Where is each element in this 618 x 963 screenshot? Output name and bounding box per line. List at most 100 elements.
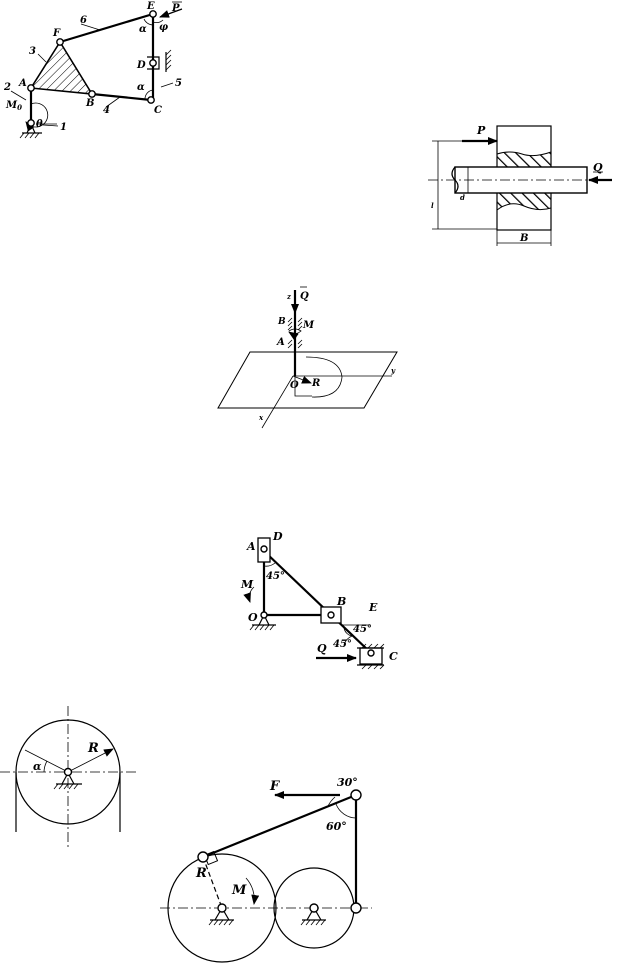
fig3-label-O: O (290, 380, 299, 391)
fig1-label-2: 2 (3, 82, 11, 93)
fig3-label-B: B (277, 317, 286, 327)
fig4-label-M: M (240, 578, 254, 591)
fig1-leader-4 (105, 96, 121, 108)
fig1-joint-E (149, 10, 157, 18)
fig1-label-4: 4 (103, 105, 110, 116)
fig3-label-A: A (276, 337, 285, 348)
fig1-angle-alpha-top (143, 18, 154, 26)
fig1-label-5: 5 (175, 78, 182, 89)
fig4-moment-M (243, 586, 255, 603)
fig1-leader-6 (80, 23, 101, 31)
fig1-joint-D (149, 59, 157, 67)
fig3-label-z: z (286, 292, 292, 301)
fig6-rod-top (202, 793, 357, 859)
fig1-leader-3 (37, 53, 47, 63)
fig6-label-angle60: 60° (326, 820, 347, 833)
fig1-slider-D (147, 56, 160, 70)
fig6-crank-R (202, 856, 223, 909)
fig1-triangle-link (29, 40, 94, 95)
fig3-label-R: R (311, 378, 320, 389)
fig1-label-alpha-mid: α (137, 82, 145, 93)
fig1-joint-A (27, 84, 35, 92)
fig5-axle (63, 767, 73, 777)
fig4-label-E: E (368, 601, 378, 614)
fig6-angle-30-arc (327, 796, 336, 807)
fig1-label-phi: φ (159, 22, 168, 33)
fig3-label-Q: Q (300, 291, 309, 302)
fig5-radius-alpha (24, 749, 69, 773)
fig2-label-B: B (519, 233, 528, 244)
fig5-ground-hatch (53, 783, 79, 790)
fig3-plate-arc (305, 356, 343, 398)
fig1-leader-2 (10, 90, 27, 101)
fig3-radius-R (292, 375, 312, 384)
fig6-joint-crank (197, 851, 209, 863)
fig1-joint-F (56, 38, 64, 46)
fig2-label-l: l (431, 201, 434, 210)
fig4-joint-B (327, 611, 335, 619)
fig3-spatial-shaft: z Q B M A y O R x (217, 286, 398, 429)
fig2-label-Q: Q (593, 161, 603, 174)
fig1-angle-alpha-mid (144, 89, 154, 100)
fig1-label-P: P (171, 3, 180, 14)
fig2-shaft-bushing: P Q d l B (428, 124, 612, 246)
fig1-wall-hatch (165, 49, 172, 71)
fig1-label-C: C (154, 105, 162, 116)
fig3-moment-M (288, 328, 302, 341)
fig6-gear-linkage: F 30° 60° R M (160, 776, 372, 963)
fig1-ground-hatch (19, 132, 40, 139)
fig1-label-D: D (136, 60, 146, 71)
fig1-label-E: E (146, 1, 155, 12)
fig1-label-theta: θ (36, 119, 43, 130)
fig1-joint-O (27, 119, 35, 127)
fig4-angle-arc-3 (343, 635, 353, 646)
fig1-linkage: E P F 6 3 α φ D A 5 2 α M0 B C 4 θ 1 (3, 1, 183, 139)
fig1-link-6 (59, 12, 154, 44)
fig3-label-M: M (302, 320, 315, 331)
fig4-joint-A (260, 545, 268, 553)
fig3-bearing-A (287, 339, 303, 349)
fig3-bearing-B (287, 317, 303, 331)
fig4-label-angle3: 45° (333, 639, 352, 650)
fig3-plane (217, 351, 398, 409)
fig1-label-M0: M0 (5, 100, 22, 112)
fig1-label-B: B (85, 98, 94, 109)
fig4-label-C: C (389, 650, 398, 663)
fig6-axle-left (217, 903, 227, 913)
fig2-label-P: P (476, 124, 486, 137)
fig1-leader-5 (160, 82, 174, 88)
fig6-label-M: M (231, 883, 247, 898)
fig4-joint-O (260, 611, 268, 619)
fig1-joint-B (88, 90, 96, 98)
fig2-bushing-lower-section (496, 192, 552, 212)
fig3-axis-x (261, 375, 294, 429)
fig4-label-A: A (246, 540, 256, 553)
fig4-diagonal-rod (264, 551, 372, 654)
fig4-label-angle2: 45° (353, 624, 372, 635)
fig4-joint-C (367, 649, 375, 657)
fig1-angle-phi (152, 19, 164, 23)
fig4-label-D: D (272, 530, 283, 543)
fig4-angle-arc-1 (263, 562, 276, 567)
fig1-link-4 (91, 92, 152, 102)
fig6-moment-M (245, 877, 260, 905)
fig1-label-F: F (52, 28, 61, 39)
fig4-label-B: B (336, 595, 346, 608)
fig5-angle-arc (43, 760, 48, 773)
fig6-joint-top (350, 789, 362, 801)
fig5-label-alpha: α (33, 760, 42, 773)
fig6-angle-60-arc (335, 803, 357, 819)
fig4-label-O: O (248, 611, 258, 624)
fig1-joint-C (147, 96, 155, 104)
fig1-label-A: A (18, 78, 27, 89)
fig4-ground-hatch (249, 624, 275, 631)
fig5-label-R: R (87, 741, 99, 756)
fig6-label-angle30: 30° (337, 776, 358, 789)
fig5-radius-R (67, 748, 114, 773)
fig1-leader-1 (42, 124, 59, 127)
fig5-pulley: R α (0, 706, 138, 850)
fig1-force-P-arrow (159, 8, 183, 18)
fig6-ground-left-hatch (208, 919, 234, 926)
fig6-joint-bottom (350, 902, 362, 914)
